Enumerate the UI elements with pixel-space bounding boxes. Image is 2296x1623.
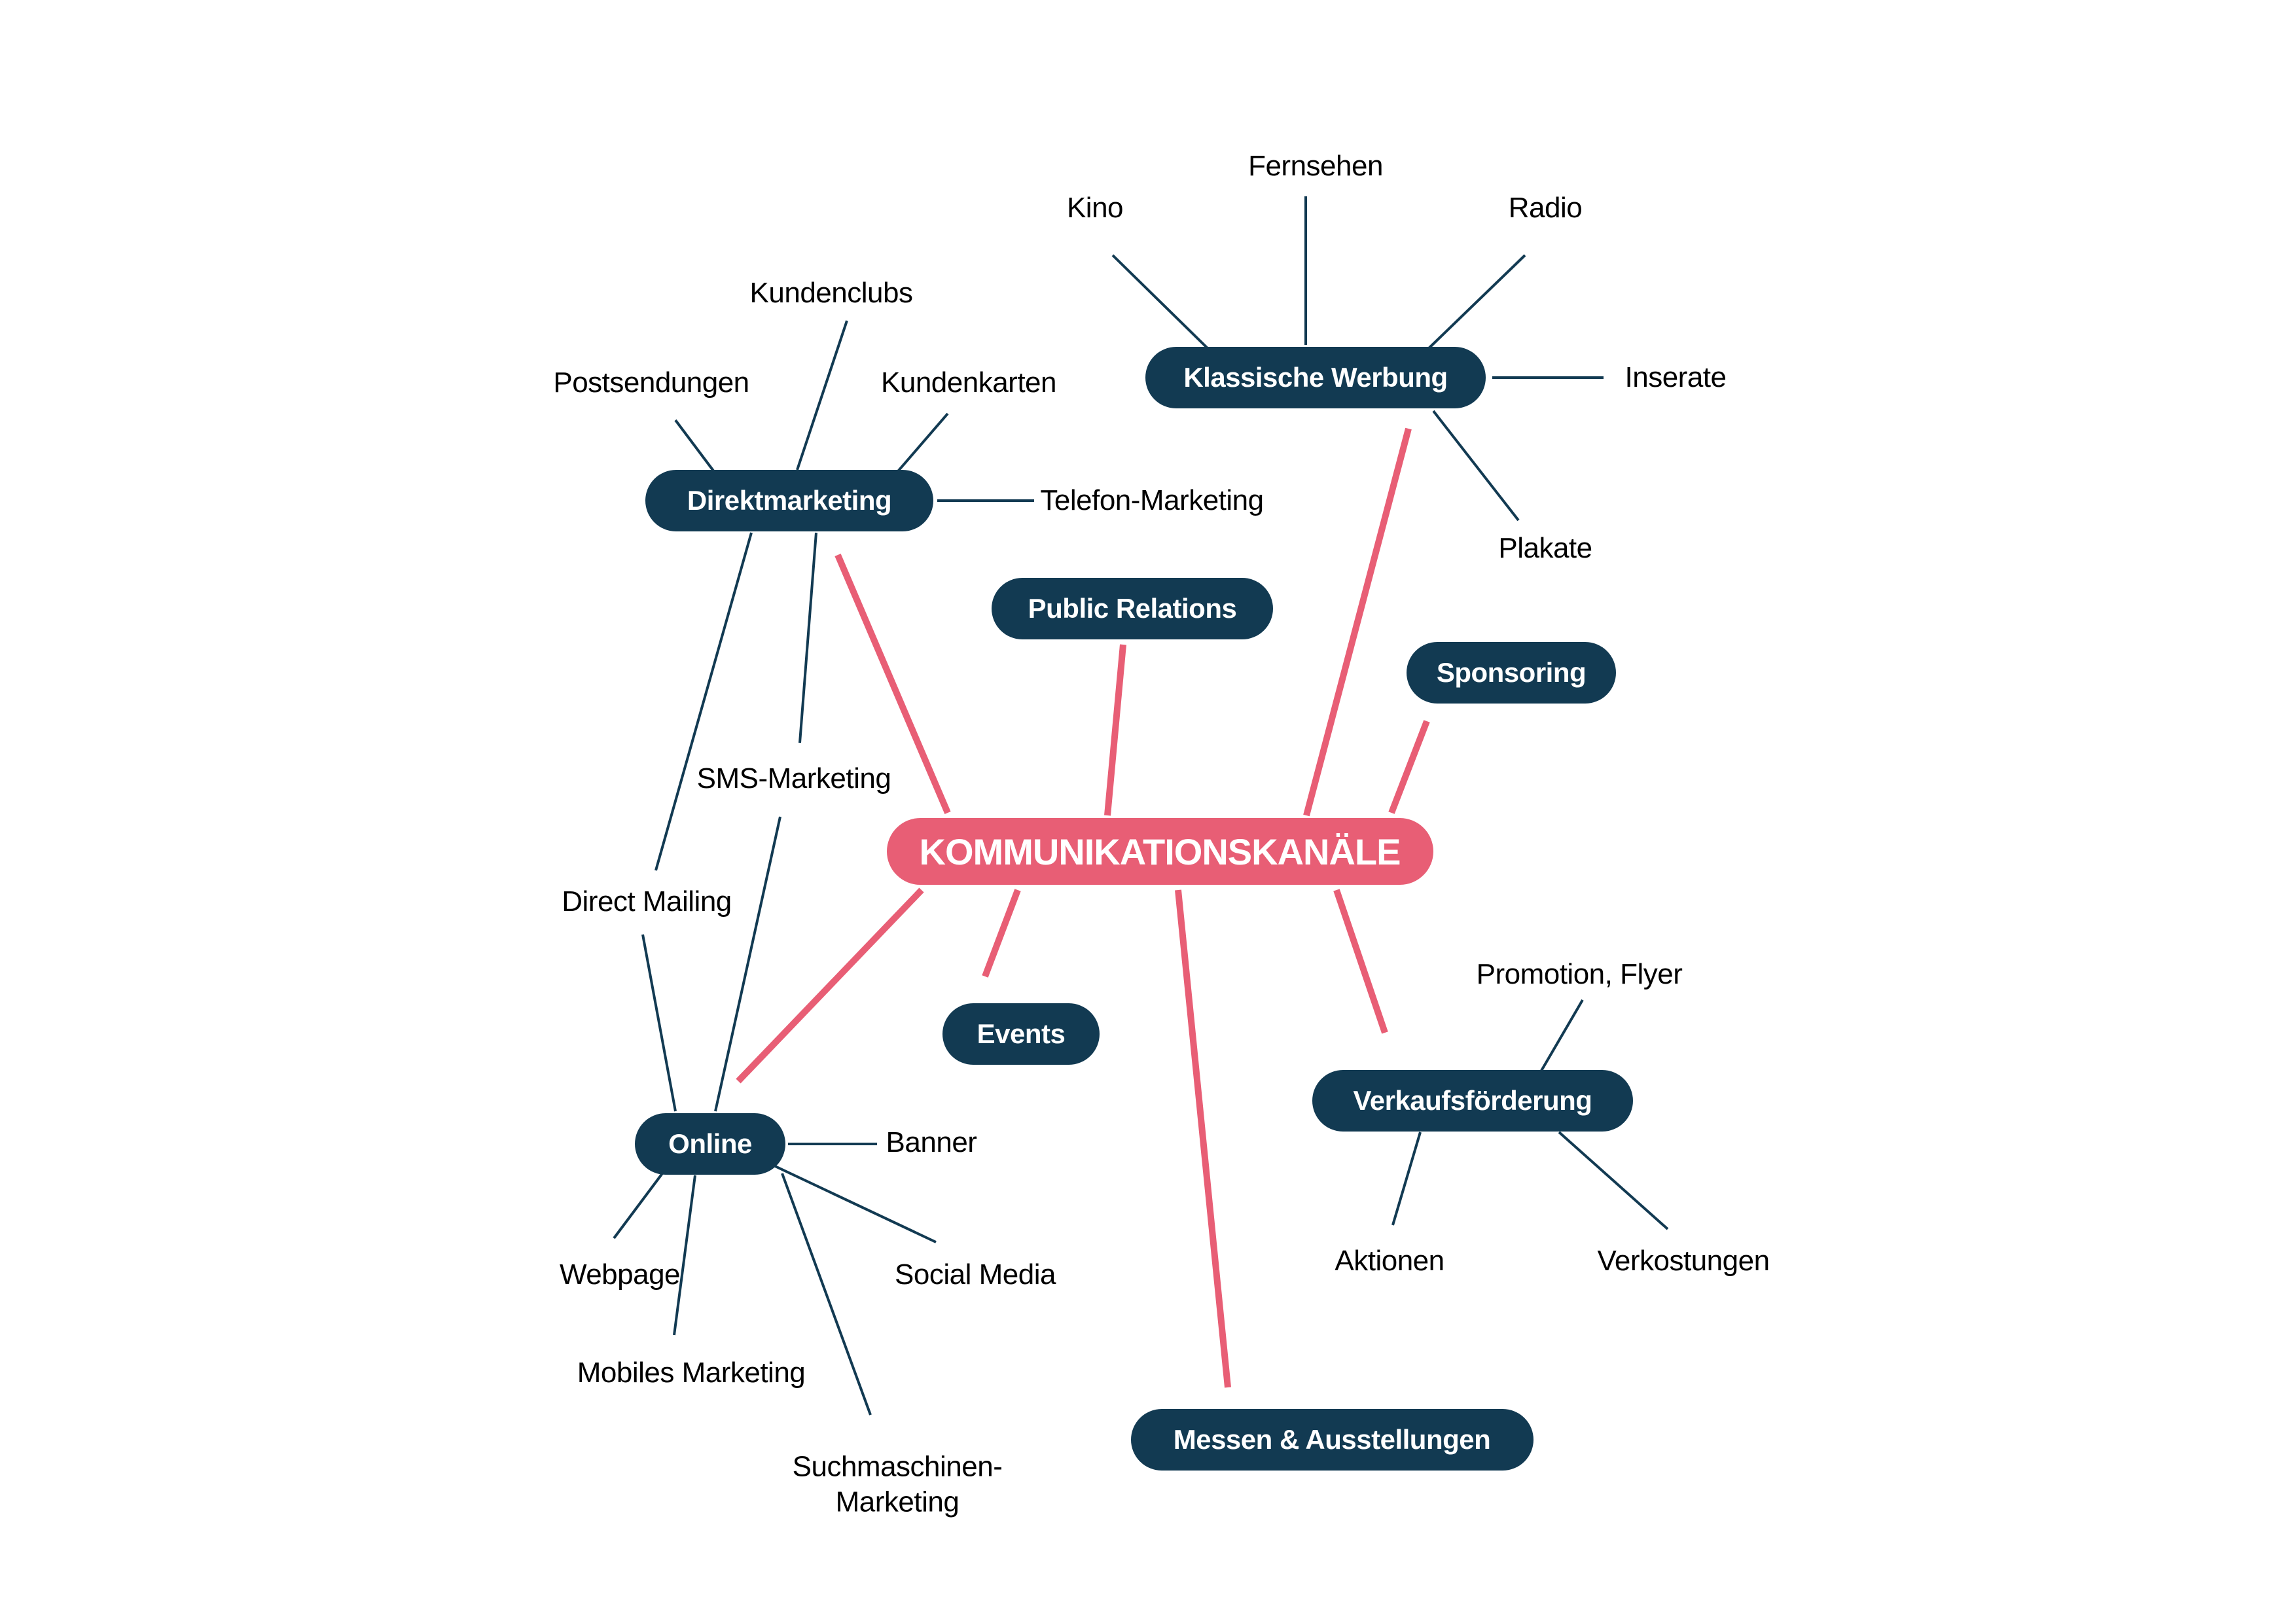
verkaufsfoerderung-node: Verkaufsförderung [1312, 1070, 1633, 1132]
edge-thin-online-mobiles-marketing [673, 1175, 696, 1336]
edge-thin-direktmarketing-sms-marketing [798, 532, 817, 743]
edge-thin-klassische-werbung-plakate [1432, 410, 1520, 522]
verkostungen-label: Verkostungen [1597, 1245, 1770, 1277]
klassische-werbung-node: Klassische Werbung [1145, 347, 1486, 408]
social-media-label: Social Media [895, 1258, 1056, 1291]
webpage-label: Webpage [559, 1258, 681, 1291]
edge-pink-kommunikationskanaele-messen-ausstellungen [1175, 889, 1231, 1388]
events-node: Events [942, 1003, 1100, 1065]
edge-thin-klassische-werbung-kino [1111, 254, 1211, 351]
edge-thin-verkaufsfoerderung-promotion-flyer [1540, 999, 1584, 1072]
kundenkarten-label: Kundenkarten [881, 366, 1057, 399]
kundenclubs-label: Kundenclubs [749, 277, 913, 310]
promotion-flyer-label: Promotion, Flyer [1476, 958, 1683, 991]
direktmarketing-node: Direktmarketing [645, 470, 933, 531]
sms-marketing-label: SMS-Marketing [696, 762, 891, 795]
telefon-marketing-label: Telefon-Marketing [1040, 484, 1264, 517]
edge-thin-direktmarketing-kundenkarten [897, 412, 949, 473]
edge-thin-online-webpage [613, 1172, 664, 1240]
direct-mailing-label: Direct Mailing [562, 885, 732, 918]
edge-thin-klassische-werbung-radio [1426, 254, 1526, 351]
plakate-label: Plakate [1498, 532, 1592, 565]
edge-thin-direktmarketing-kundenclubs [796, 320, 848, 471]
aktionen-label: Aktionen [1335, 1245, 1444, 1277]
sponsoring-node: Sponsoring [1407, 642, 1616, 704]
inserate-label: Inserate [1624, 361, 1727, 394]
edge-thin-sms-marketing-online [714, 816, 781, 1112]
mobiles-marketing-label: Mobiles Marketing [577, 1357, 806, 1389]
edge-pink-kommunikationskanaele-klassische-werbung [1303, 427, 1412, 817]
edge-thin-online-social-media [772, 1164, 937, 1243]
edge-pink-kommunikationskanaele-public-relations [1104, 644, 1126, 816]
edge-thin-direktmarketing-postsendungen [674, 419, 716, 474]
edge-pink-kommunikationskanaele-direktmarketing [834, 554, 951, 814]
kommunikationskanaele-node: KOMMUNIKATIONSKANÄLE [886, 818, 1433, 885]
kino-label: Kino [1066, 192, 1124, 224]
edge-pink-kommunikationskanaele-sponsoring [1388, 720, 1430, 814]
edge-thin-direct-mailing-online [641, 934, 677, 1112]
radio-label: Radio [1508, 192, 1583, 224]
edge-thin-direktmarketing-direct-mailing [655, 532, 753, 871]
edge-pink-kommunikationskanaele-verkaufsfoerderung [1333, 889, 1388, 1034]
edge-thin-verkaufsfoerderung-verkostungen [1558, 1131, 1669, 1230]
fernsehen-label: Fernsehen [1248, 150, 1383, 183]
messen-ausstellungen-node: Messen & Ausstellungen [1130, 1409, 1534, 1471]
suchmaschinen-marketing-label: Suchmaschinen-Marketing [792, 1450, 1003, 1518]
edge-thin-verkaufsfoerderung-aktionen [1391, 1132, 1422, 1226]
edge-pink-kommunikationskanaele-events [982, 889, 1021, 978]
online-node: Online [635, 1113, 785, 1175]
postsendungen-label: Postsendungen [553, 366, 749, 399]
edge-thin-online-suchmaschinen-marketing [781, 1173, 872, 1416]
public-relations-node: Public Relations [992, 578, 1273, 639]
banner-label: Banner [886, 1126, 977, 1159]
edge-pink-kommunikationskanaele-online [736, 887, 924, 1084]
